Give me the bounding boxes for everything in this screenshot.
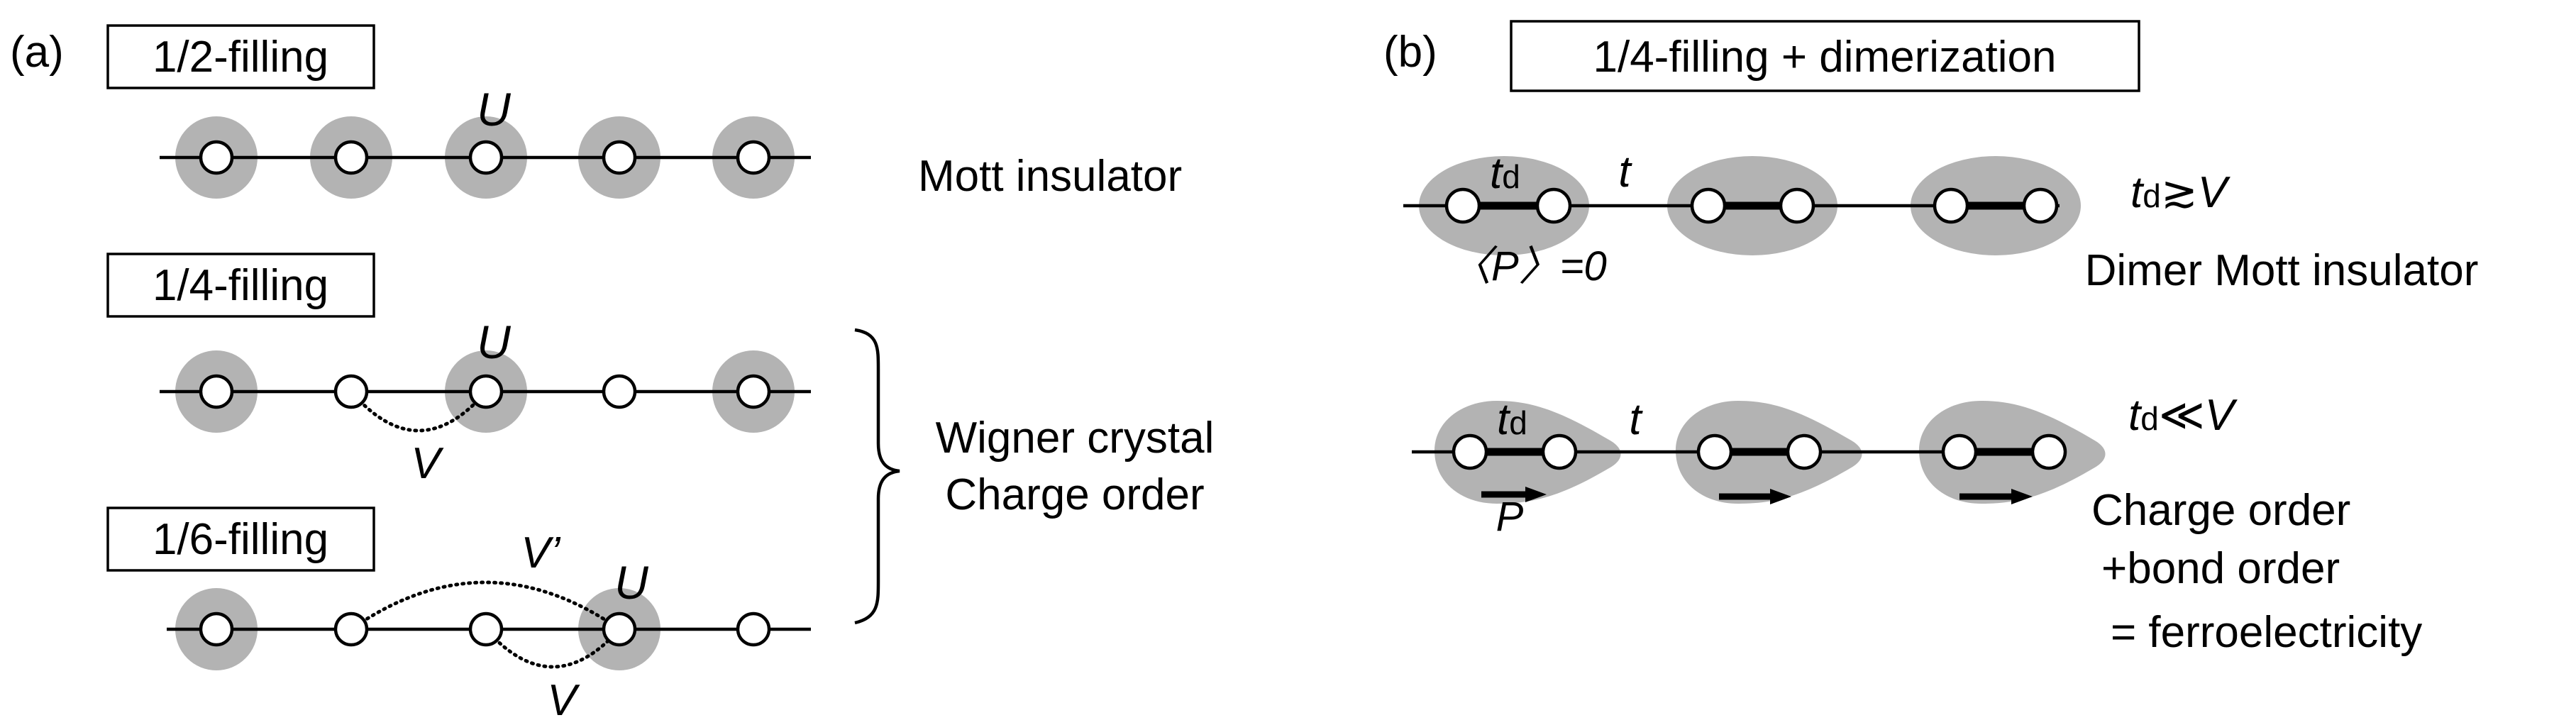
td-subscript: d xyxy=(1502,158,1520,195)
v-interaction-arc xyxy=(349,389,488,433)
lattice-site xyxy=(736,140,771,175)
lattice-site xyxy=(333,611,369,647)
td-subscript: d xyxy=(1509,404,1527,441)
td-label: td xyxy=(1497,395,1527,444)
condition-relation: ≪V xyxy=(2159,391,2238,440)
u-label: U xyxy=(477,83,511,135)
filling-box xyxy=(106,507,375,572)
filling-label: 1/6-filling xyxy=(153,515,328,564)
lattice-site xyxy=(1444,187,1481,224)
t-label: t xyxy=(1618,148,1632,197)
lattice-site xyxy=(602,611,637,647)
lattice-site xyxy=(2030,433,2067,470)
row-description-line2: +bond order xyxy=(2101,544,2340,593)
lattice-site xyxy=(1941,433,1978,470)
condition-subscript: d xyxy=(2143,177,2161,214)
panel-b-label: (b) xyxy=(1383,28,1437,77)
row-sixth-filling: 1/6-filling V’ U V xyxy=(106,507,811,725)
v-prime-label: V’ xyxy=(521,528,560,577)
lattice-site xyxy=(1779,187,1815,224)
lattice-site xyxy=(602,140,637,175)
condition-symbol: t xyxy=(2128,391,2143,440)
row-quarter-filling: 1/4-filling U V xyxy=(106,253,811,488)
lattice-site xyxy=(333,374,369,409)
row-description-line3: = ferroelectricity xyxy=(2111,608,2422,657)
row-description-line1: Charge order xyxy=(2091,486,2350,535)
row-description: Mott insulator xyxy=(918,152,1182,201)
lattice-site xyxy=(199,374,234,409)
condition-subscript: d xyxy=(2140,400,2159,437)
curly-brace xyxy=(854,328,900,625)
lattice-site xyxy=(1535,187,1572,224)
td-symbol: t xyxy=(1490,149,1504,198)
v-label: V xyxy=(411,439,444,488)
polarization-label: P xyxy=(1496,494,1524,540)
polarization-arrow xyxy=(1719,489,1791,504)
lattice-site xyxy=(1786,433,1823,470)
polarization-arrow xyxy=(1481,487,1547,502)
lattice-site xyxy=(736,611,771,647)
lattice-site xyxy=(468,140,504,175)
lattice-site xyxy=(199,140,234,175)
condition-relation: ≳V xyxy=(2161,168,2231,217)
row-half-filling: 1/2-filling U Mott insulator xyxy=(106,24,1182,201)
lattice-site xyxy=(602,374,637,409)
u-label: U xyxy=(614,556,648,609)
panel-a: (a) 1/2-filling U Mott insulator 1/4-fil… xyxy=(10,24,1215,725)
row-ferroelectric: td t P td≪V Charge order +bond order xyxy=(1412,391,2422,657)
filling-box xyxy=(106,24,375,89)
v-label: V xyxy=(547,676,580,725)
t-label: t xyxy=(1629,395,1643,444)
lattice-site xyxy=(1933,187,1969,224)
panel-a-label: (a) xyxy=(10,28,64,77)
lattice-site xyxy=(1696,433,1733,470)
dimerization-box xyxy=(1510,20,2140,92)
panel-b: (b) 1/4-filling + dimerization td t 〈P〉=… xyxy=(1383,20,2478,657)
lattice-site xyxy=(2022,187,2059,224)
lattice-site xyxy=(333,140,369,175)
polarization-label: 〈P〉=0 xyxy=(1450,243,1607,289)
bracket-description-line1: Wigner crystal xyxy=(936,414,1215,463)
v-interaction-arc xyxy=(484,627,621,669)
row-dimer-mott: td t 〈P〉=0 td≳V Dimer Mott insulator xyxy=(1403,148,2478,295)
lattice-site xyxy=(1690,187,1727,224)
row-description: Dimer Mott insulator xyxy=(2085,246,2479,295)
polarization-arrow xyxy=(1959,489,2033,504)
filling-label: 1/2-filling xyxy=(153,33,328,82)
u-label: U xyxy=(477,316,511,368)
filling-box xyxy=(106,253,375,318)
lattice-site xyxy=(1452,433,1488,470)
td-symbol: t xyxy=(1497,395,1511,444)
condition-label: td≪V xyxy=(2128,391,2238,440)
dimerization-label: 1/4-filling + dimerization xyxy=(1593,33,2056,82)
lattice-site xyxy=(199,611,234,647)
condition-symbol: t xyxy=(2130,168,2145,217)
condition-label: td≳V xyxy=(2130,168,2231,217)
lattice-site xyxy=(468,611,504,647)
lattice-site xyxy=(1541,433,1578,470)
lattice-site xyxy=(736,374,771,409)
bracket-description-line2: Charge order xyxy=(945,470,1204,519)
lattice-site xyxy=(468,374,504,409)
td-label: td xyxy=(1490,149,1520,198)
filling-label: 1/4-filling xyxy=(153,261,328,310)
